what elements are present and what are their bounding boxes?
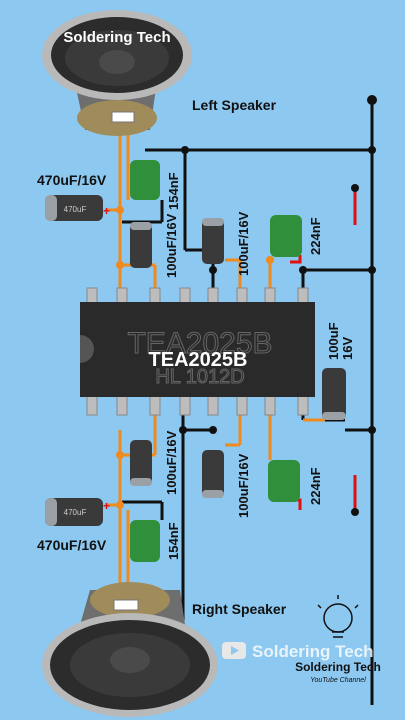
ic-body xyxy=(80,302,315,397)
watermark: Soldering Tech Soldering Tech YouTube Ch… xyxy=(222,595,381,684)
red-dots xyxy=(351,184,359,516)
film-cap-224-top xyxy=(270,215,302,257)
electrolytic-470-top: 470uF xyxy=(45,195,103,221)
cap-470-top-label: 470uF/16V xyxy=(37,172,107,188)
ic-pins-bottom xyxy=(86,392,309,416)
right-speaker-label: Right Speaker xyxy=(192,601,287,617)
electrolytic-100-bottom-b xyxy=(202,450,224,498)
svg-text:+: + xyxy=(103,499,110,513)
cap-224-top-label: 224nF xyxy=(308,217,323,255)
ic-notch xyxy=(80,335,94,363)
electrolytic-470-bottom: 470uF xyxy=(45,498,103,526)
cap-154-top-label: 154nF xyxy=(166,172,181,210)
orange-dots xyxy=(116,206,274,509)
cap-100-bottom-b-label: 100uF/16V xyxy=(236,453,251,518)
watermark-brand: Soldering Tech xyxy=(252,642,374,661)
ic-pins-top xyxy=(86,287,309,307)
left-speaker-label: Left Speaker xyxy=(192,97,277,113)
film-cap-154-top xyxy=(130,160,160,200)
speaker-cone-text-top: Soldering Tech xyxy=(63,29,170,46)
cap-100-top-b-label: 100uF/16V xyxy=(236,211,251,276)
svg-text:470uF: 470uF xyxy=(64,508,87,517)
electrolytic-100-top-a xyxy=(130,222,152,268)
cap-224-bottom-label: 224nF xyxy=(308,467,323,505)
left-speaker: Soldering Tech xyxy=(42,10,192,136)
svg-text:470uF: 470uF xyxy=(64,205,87,214)
ic-label: TEA2025B xyxy=(149,349,248,371)
film-cap-154-bottom xyxy=(130,520,160,562)
cap-100-right-label: 100uF xyxy=(326,322,341,360)
watermark-name: Soldering Tech xyxy=(295,660,381,674)
svg-text:+: + xyxy=(103,204,110,218)
cap-100-bottom-a-label: 100uF/16V xyxy=(164,430,179,495)
film-cap-224-bottom xyxy=(268,460,300,502)
electrolytic-100-right xyxy=(322,368,346,420)
cap-154-bottom-label: 154nF xyxy=(166,522,181,560)
right-speaker xyxy=(42,582,218,717)
electrolytic-100-bottom-a xyxy=(130,440,152,486)
ic-engraving-top: TEA2025B xyxy=(127,327,272,360)
cap-100-top-a-label: 100uF/16V xyxy=(164,213,179,278)
electrolytic-100-top-b xyxy=(202,218,224,264)
cap-470-bottom-label: 470uF/16V xyxy=(37,537,107,553)
watermark-subtitle: YouTube Channel xyxy=(310,677,366,684)
lightbulb-icon xyxy=(317,595,359,638)
ic-engraving-bottom: HL 1012D xyxy=(155,366,244,388)
cap-100-right-voltage: 16V xyxy=(340,337,355,360)
